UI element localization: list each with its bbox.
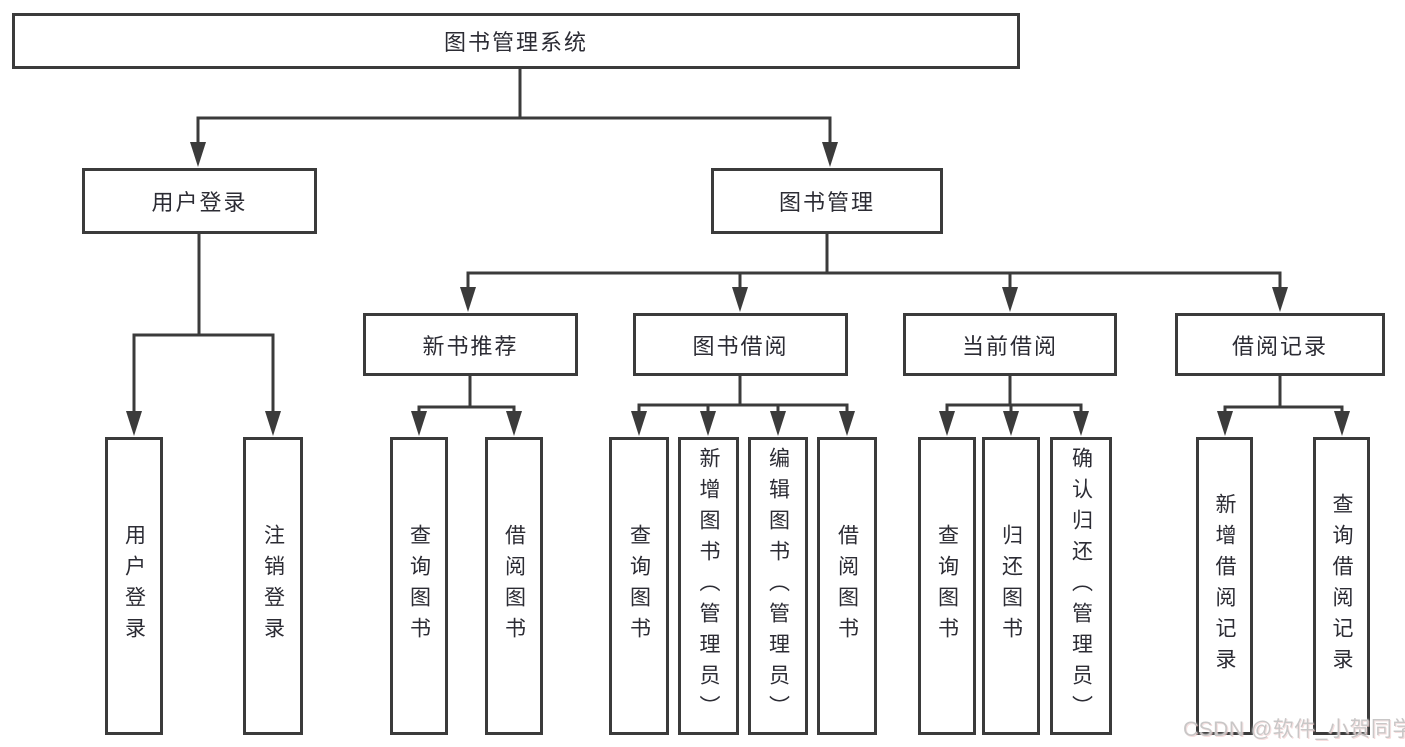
node-label: 新书推荐	[422, 333, 519, 359]
arrow-down-icon	[1334, 411, 1350, 436]
csdn-watermark: CSDN @软件_小贺同学	[1183, 718, 1405, 741]
leaf-label: 确认归还（管理员）	[1069, 446, 1093, 726]
leaf-label: 借阅图书	[502, 524, 526, 648]
arrow-down-icon	[822, 142, 838, 167]
arrow-down-icon	[460, 287, 476, 312]
arrow-down-icon	[190, 142, 206, 167]
node-current-borrowing: 当前借阅	[903, 313, 1117, 376]
arrow-down-icon	[1217, 411, 1233, 436]
arrow-down-icon	[839, 411, 855, 436]
leaf-label: 新增借阅记录	[1213, 493, 1236, 679]
arrowhead-icons	[126, 142, 1350, 436]
leaf-add-borrow-record: 新增借阅记录	[1196, 437, 1253, 735]
arrow-down-icon	[770, 411, 786, 436]
node-borrowing-records: 借阅记录	[1175, 313, 1385, 376]
leaf-query-books-borrowing: 查询图书	[609, 437, 669, 735]
leaf-borrow-books-borrowing: 借阅图书	[817, 437, 877, 735]
arrow-down-icon	[1003, 411, 1019, 436]
leaf-label: 注销登录	[261, 524, 285, 648]
leaf-borrow-books-recommend: 借阅图书	[485, 437, 543, 735]
leaf-confirm-return-admin: 确认归还（管理员）	[1050, 437, 1112, 735]
node-label: 当前借阅	[961, 333, 1058, 359]
leaf-logout: 注销登录	[243, 437, 303, 735]
leaf-label: 查询图书	[935, 524, 959, 648]
node-new-book-recommendation: 新书推荐	[363, 313, 578, 376]
arrow-down-icon	[265, 411, 281, 436]
leaf-label: 新增图书（管理员）	[697, 446, 720, 726]
leaf-label: 归还图书	[999, 524, 1023, 648]
connector-path	[132, 69, 1344, 412]
node-library-management-system: 图书管理系统	[12, 13, 1020, 69]
node-label: 图书管理	[778, 190, 875, 215]
leaf-label: 查询借阅记录	[1330, 493, 1353, 679]
arrow-down-icon	[506, 411, 522, 436]
leaf-label: 查询图书	[627, 524, 651, 648]
leaf-query-books-recommend: 查询图书	[390, 437, 448, 735]
arrow-down-icon	[732, 287, 748, 312]
leaf-query-books-current: 查询图书	[918, 437, 976, 735]
node-label: 借阅记录	[1231, 333, 1328, 359]
arrow-down-icon	[1272, 287, 1288, 312]
leaf-query-borrow-record: 查询借阅记录	[1313, 437, 1370, 735]
node-user-login: 用户登录	[82, 168, 317, 234]
leaf-label: 用户登录	[122, 524, 146, 648]
leaf-user-login: 用户登录	[105, 437, 163, 735]
arrow-down-icon	[631, 411, 647, 436]
arrow-down-icon	[1073, 411, 1089, 436]
arrow-down-icon	[411, 411, 427, 436]
arrow-down-icon	[700, 411, 716, 436]
leaf-return-books: 归还图书	[982, 437, 1040, 735]
node-book-borrowing: 图书借阅	[633, 313, 848, 376]
leaf-label: 编辑图书（管理员）	[766, 446, 790, 726]
node-book-management: 图书管理	[711, 168, 943, 234]
leaf-add-book-admin: 新增图书（管理员）	[678, 437, 739, 735]
leaf-edit-book-admin: 编辑图书（管理员）	[748, 437, 808, 735]
leaf-label: 查询图书	[407, 524, 431, 648]
node-label: 用户登录	[151, 190, 248, 215]
arrow-down-icon	[126, 411, 142, 436]
arrow-down-icon	[939, 411, 955, 436]
node-label: 图书管理系统	[443, 30, 588, 55]
node-label: 图书借阅	[692, 333, 789, 359]
leaf-label: 借阅图书	[835, 524, 859, 648]
arrow-down-icon	[1002, 287, 1018, 312]
